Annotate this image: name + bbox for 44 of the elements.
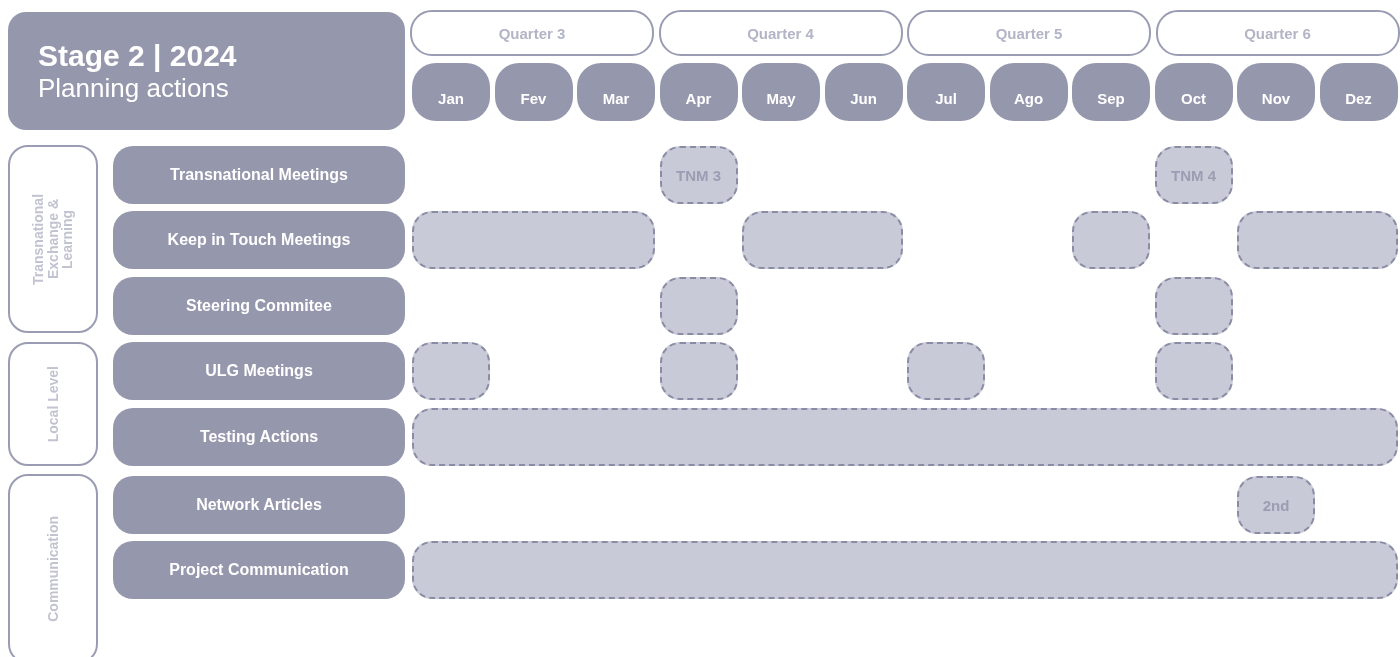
group-band <box>8 145 98 333</box>
month-header: Jan <box>412 63 490 121</box>
title-card <box>8 12 405 130</box>
row-label: Keep in Touch Meetings <box>113 211 405 269</box>
month-header: Fev <box>494 63 573 121</box>
subtitle: Planning actions <box>38 72 229 104</box>
month-header: Ago <box>989 63 1068 121</box>
group-band <box>8 474 98 657</box>
month-header: Mar <box>577 63 655 121</box>
month-header: Jun <box>824 63 903 121</box>
quarter-header: Quarter 5 <box>907 10 1151 56</box>
timeline-bar <box>412 342 490 400</box>
timeline-bar <box>659 342 738 400</box>
month-header: Oct <box>1154 63 1233 121</box>
month-header: Sep <box>1072 63 1150 121</box>
group-label: Local Level <box>45 365 61 443</box>
timeline-bar <box>412 541 1398 599</box>
row-label: Transnational Meetings <box>113 146 405 204</box>
month-header: May <box>742 63 820 121</box>
timeline-bar <box>659 277 738 335</box>
title: Stage 2 | 2024 <box>38 38 237 73</box>
timeline-bar <box>1237 211 1398 269</box>
timeline-bar <box>412 211 655 269</box>
month-header: Nov <box>1237 63 1315 121</box>
month-header: Jul <box>907 63 985 121</box>
row-label: Testing Actions <box>113 408 405 466</box>
month-header: Dez <box>1319 63 1398 121</box>
quarter-header: Quarter 6 <box>1155 10 1400 56</box>
row-label: Steering Commitee <box>113 277 405 335</box>
month-header: Apr <box>659 63 738 121</box>
group-label: Communication <box>45 516 61 622</box>
timeline-bar <box>907 342 985 400</box>
row-label: ULG Meetings <box>113 342 405 400</box>
timeline-bar <box>1154 277 1233 335</box>
timeline-bar <box>412 408 1398 466</box>
group-label: Transnational Exchange & Learning <box>30 192 76 287</box>
quarter-header: Quarter 3 <box>410 10 654 56</box>
row-label: Project Communication <box>113 541 405 599</box>
quarter-header: Quarter 4 <box>658 10 903 56</box>
row-label: Network Articles <box>113 476 405 534</box>
timeline-bar <box>742 211 903 269</box>
timeline-bar <box>1072 211 1150 269</box>
timeline-bar <box>1154 342 1233 400</box>
group-band <box>8 342 98 466</box>
